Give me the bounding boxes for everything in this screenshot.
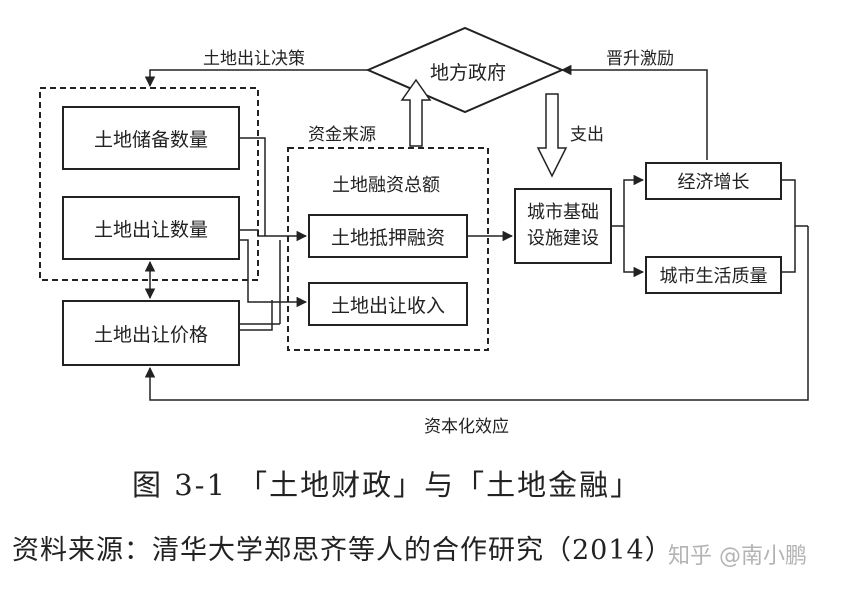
gov-label: 地方政府 — [430, 62, 507, 84]
qty-to-income-line — [240, 239, 308, 308]
reserve-quantity-box: 土地储备数量 — [62, 106, 240, 170]
urban-life-quality-box: 城市生活质量 — [645, 256, 782, 294]
land-financing-group — [287, 147, 489, 351]
mortgage-financing-box: 土地抵押融资 — [308, 214, 468, 258]
infrastructure-label-line2: 设施建设 — [527, 228, 599, 249]
capitalization-arrow — [144, 226, 809, 401]
figure-caption: 图 3-1 「土地财政」与「土地金融」 — [132, 468, 642, 502]
financing-group-title: 土地融资总额 — [332, 175, 440, 196]
funding-hollow-arrow — [400, 78, 432, 147]
source-caption: 资料来源：清华大学郑思齐等人的合作研究（2014） — [12, 535, 673, 566]
promotion-label: 晋升激励 — [606, 49, 674, 69]
infrastructure-label-line1: 城市基础 — [527, 202, 599, 223]
qty-to-mortgage-line — [240, 229, 308, 242]
infra-to-quality-line — [623, 226, 645, 278]
spending-label: 支出 — [570, 125, 604, 145]
decision-arrow — [144, 69, 368, 88]
transfer-quantity-box: 土地出让数量 — [62, 196, 240, 260]
land-supply-group — [39, 87, 259, 281]
reserve-to-mortgage-line — [240, 137, 266, 236]
growth-to-feedback-line — [782, 179, 808, 227]
decision-label: 土地出让决策 — [203, 49, 305, 69]
infra-split-line — [612, 174, 645, 227]
price-to-income-line — [240, 300, 273, 331]
infrastructure-box: 城市基础 设施建设 — [514, 188, 612, 264]
economic-growth-box: 经济增长 — [645, 162, 782, 200]
quality-to-feedback-line — [782, 226, 796, 273]
spending-hollow-arrow — [536, 93, 568, 178]
capitalization-label: 资本化效应 — [424, 417, 509, 437]
transfer-price-box: 土地出让价格 — [62, 300, 240, 366]
promotion-arrow — [560, 64, 708, 160]
transfer-income-box: 土地出让收入 — [308, 282, 468, 326]
watermark: 知乎 @南小鹏 — [668, 544, 807, 569]
funding-label: 资金来源 — [308, 125, 376, 145]
